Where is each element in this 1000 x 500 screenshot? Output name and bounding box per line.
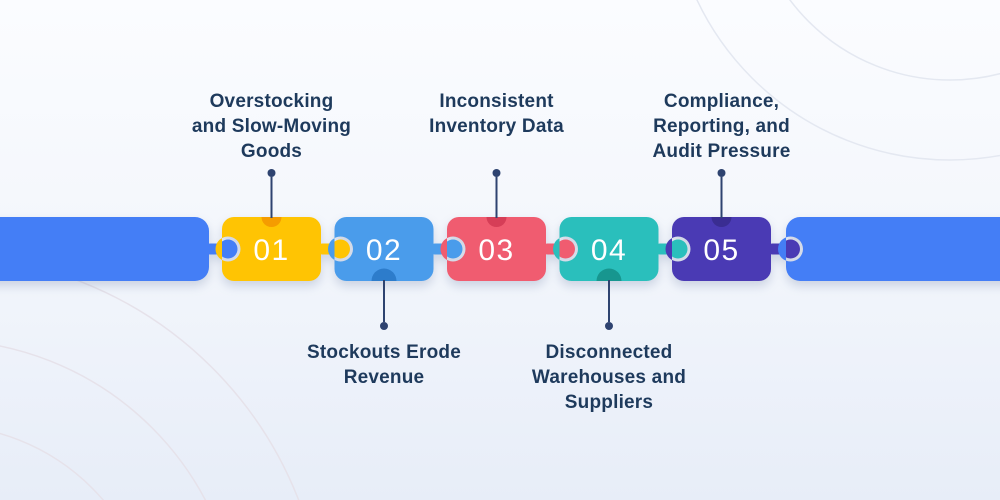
- decor-arc-top-right-1: [696, 0, 1000, 161]
- puzzle-piece-03: [440, 217, 546, 281]
- piece-number-04: 04: [591, 234, 627, 267]
- connector-dot-03: [492, 169, 501, 177]
- knob-circle-0: [218, 239, 238, 259]
- puzzle-piece-05: [665, 217, 771, 281]
- knob-circle-2: [443, 239, 463, 259]
- connector-dot-02: [380, 322, 388, 330]
- piece-top-notch-01: [261, 217, 282, 227]
- piece-top-notch-05: [711, 217, 732, 227]
- connector-dot-01: [267, 169, 276, 177]
- piece-number-05: 05: [703, 234, 739, 267]
- piece-number-03: 03: [478, 234, 514, 267]
- bar-left: [0, 217, 209, 281]
- piece-number-02: 02: [366, 234, 402, 267]
- knob-circle-3: [556, 239, 575, 259]
- knob-circle-1: [331, 239, 350, 259]
- piece-number-01: 01: [253, 234, 289, 267]
- puzzle-piece-04: [553, 217, 659, 281]
- connector-dot-04: [605, 322, 613, 330]
- bar-right: [778, 217, 1000, 281]
- piece-top-notch-03: [486, 217, 507, 227]
- piece-bottom-notch-04: [596, 268, 622, 281]
- puzzle-piece-02: [328, 217, 434, 281]
- puzzle-piece-01: [215, 217, 321, 281]
- decor-arc-top-right-0: [789, 0, 1000, 81]
- connector-dot-05: [717, 169, 726, 177]
- knob-circle-4: [668, 239, 688, 259]
- piece-bottom-notch-02: [371, 268, 397, 281]
